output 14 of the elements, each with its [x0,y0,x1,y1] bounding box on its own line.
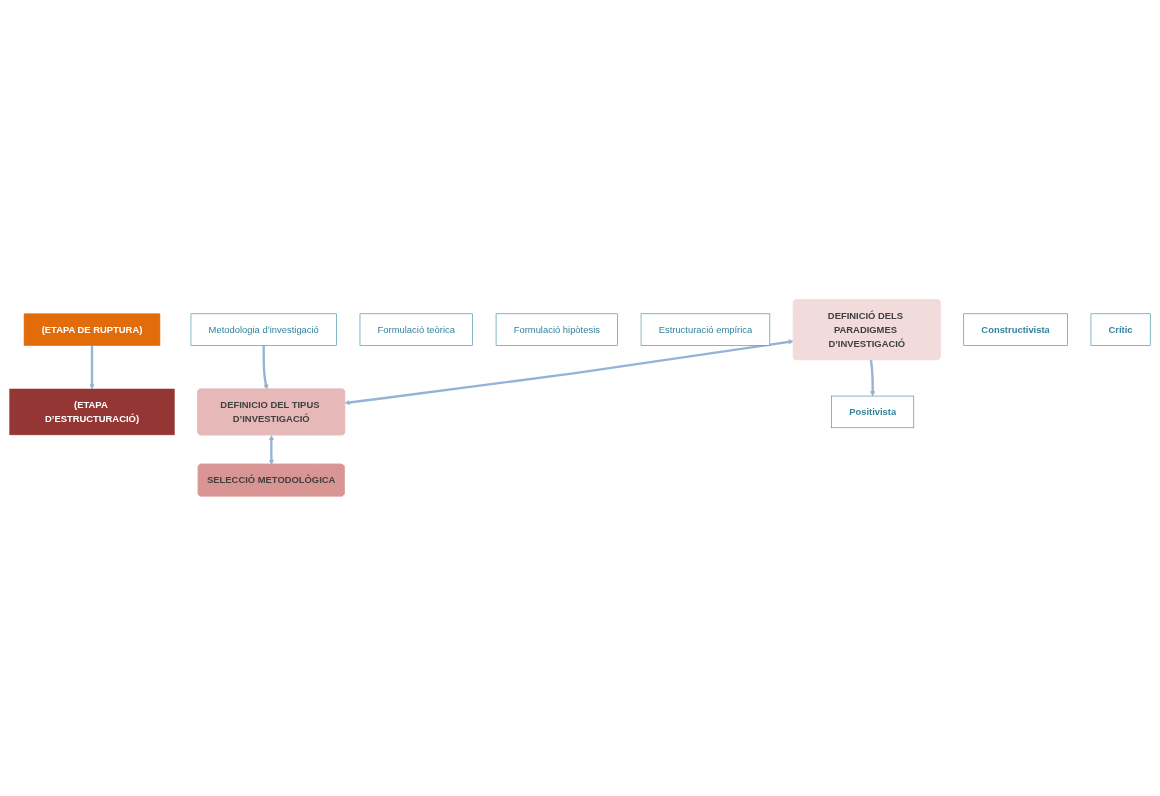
node-box: Formulació teòrica [359,313,473,346]
node-box: Constructivista [963,313,1068,346]
node-box: Metodologia d’investigació [190,313,337,346]
node-box: Crític [1090,313,1151,346]
node-box: Formulació hipòtesis [495,313,618,346]
arrow [89,345,95,390]
node-box: Positivista [831,395,915,429]
arrow [869,359,876,397]
arrow [268,435,274,465]
node-box: (ETAPA DE RUPTURA) [23,313,161,346]
node-box: Estructuració empírica [640,313,771,346]
arrow [262,345,269,390]
arrow [344,339,794,406]
node-box: (ETAPA D’ESTRUCTURACIÓ) [9,388,175,436]
